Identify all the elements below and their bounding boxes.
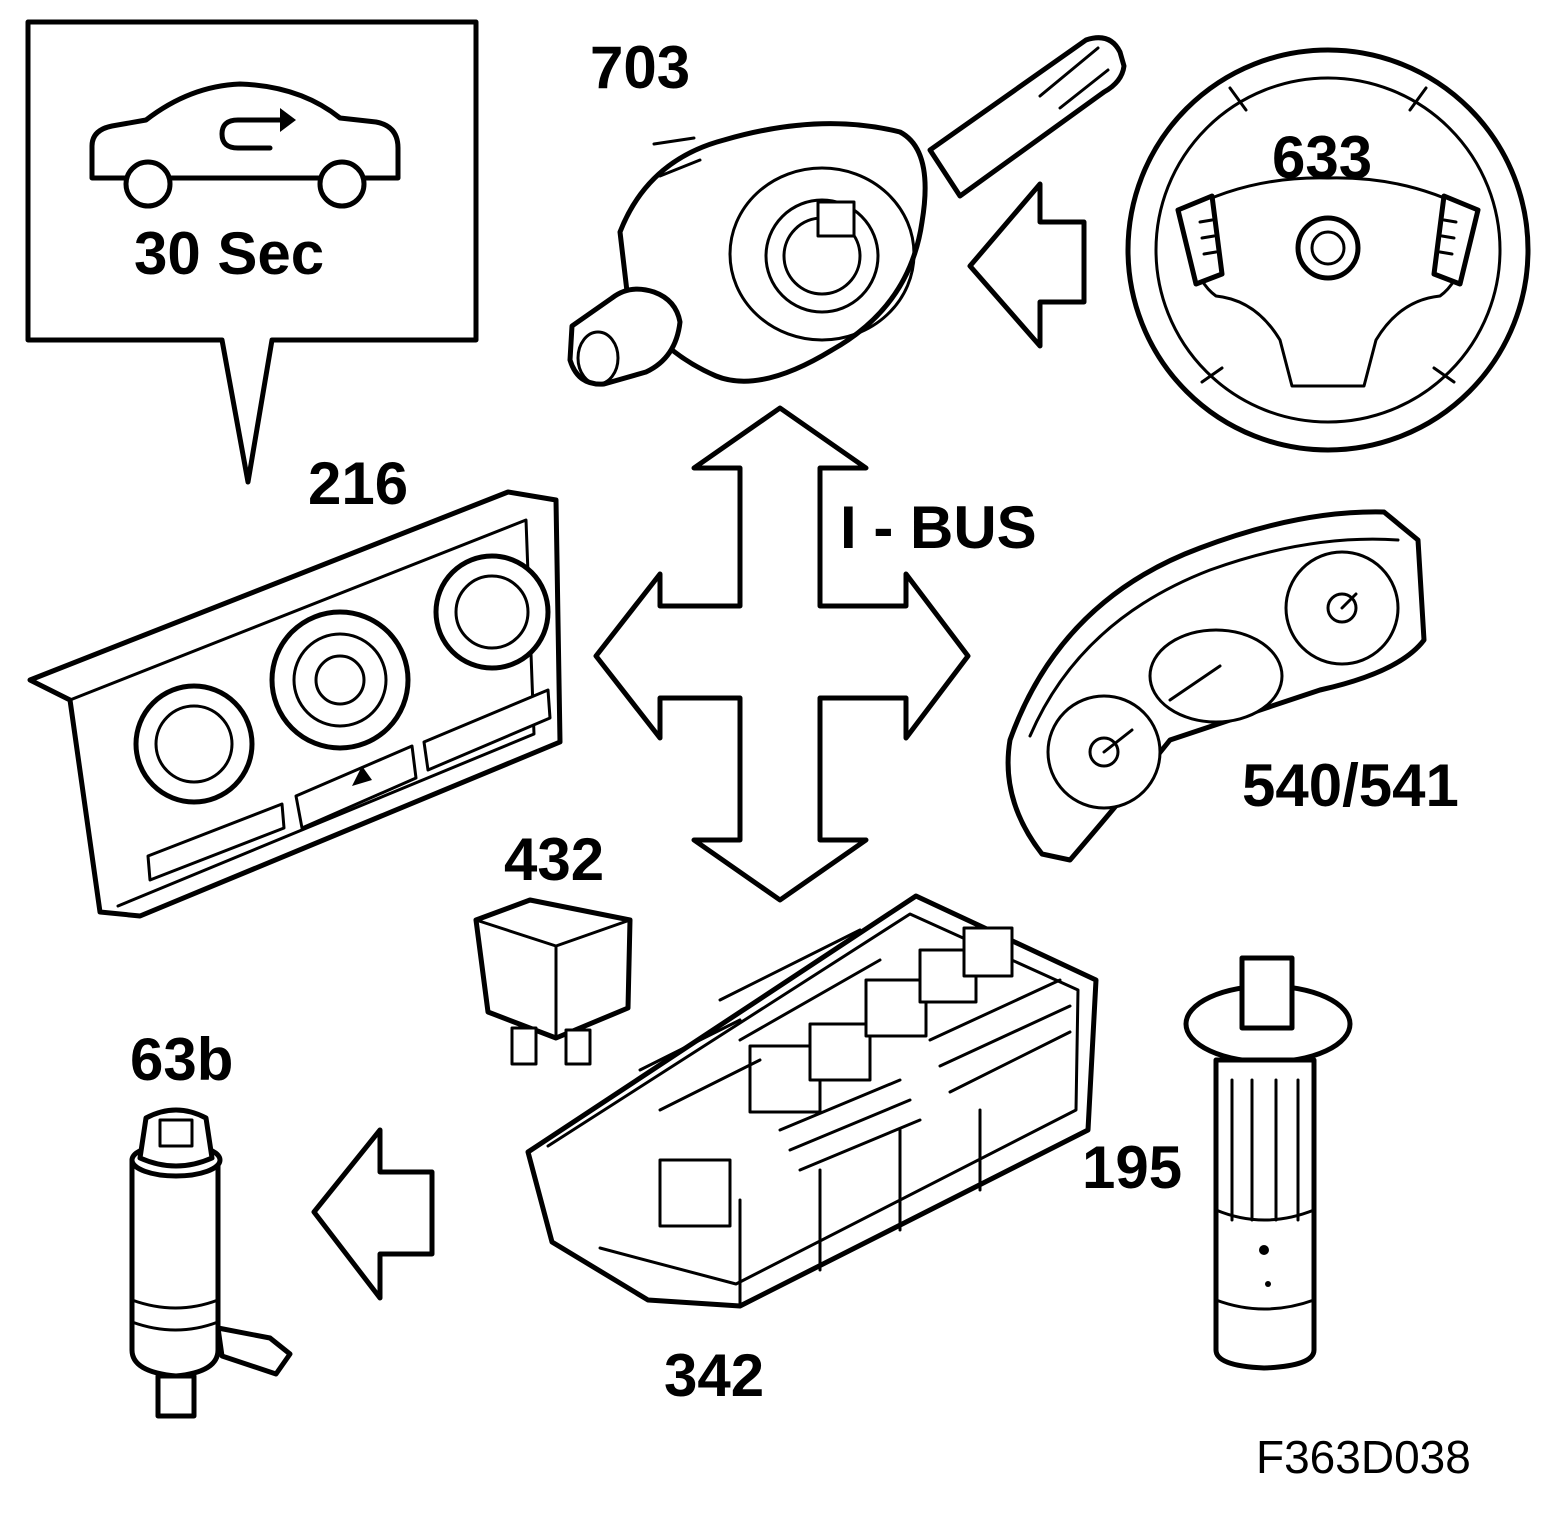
- climate-control-panel-icon: [27, 489, 563, 919]
- fuel-pump-icon: [1183, 955, 1353, 1371]
- component-label-703: 703: [590, 34, 691, 101]
- arrow-from-steering-wheel: [967, 181, 1087, 349]
- arrow-to-washer-pump: [311, 1127, 435, 1301]
- component-label-342: 342: [664, 1342, 765, 1409]
- washer-pump-icon: [129, 1107, 293, 1419]
- ibus-label: I - BUS: [840, 494, 1037, 561]
- component-label-195: 195: [1082, 1134, 1183, 1201]
- component-label-432: 432: [504, 826, 605, 893]
- car-recirculation-icon: [89, 81, 401, 209]
- steering-column-switch-icon: [567, 35, 1127, 387]
- component-label-63b: 63b: [130, 1026, 234, 1093]
- component-label-540-541: 540/541: [1242, 752, 1459, 819]
- component-label-633: 633: [1272, 124, 1373, 191]
- fuse-relay-box-icon: [525, 893, 1099, 1309]
- callout-box: [25, 19, 479, 485]
- component-label-216: 216: [308, 450, 409, 517]
- steering-wheel-icon: [1125, 47, 1531, 453]
- callout-text: 30 Sec: [134, 220, 325, 287]
- figure-id: F363D038: [1256, 1431, 1471, 1483]
- relay-icon: [473, 897, 633, 1066]
- instrument-cluster-icon: [1005, 509, 1427, 863]
- ibus-four-way-arrow: [593, 405, 971, 903]
